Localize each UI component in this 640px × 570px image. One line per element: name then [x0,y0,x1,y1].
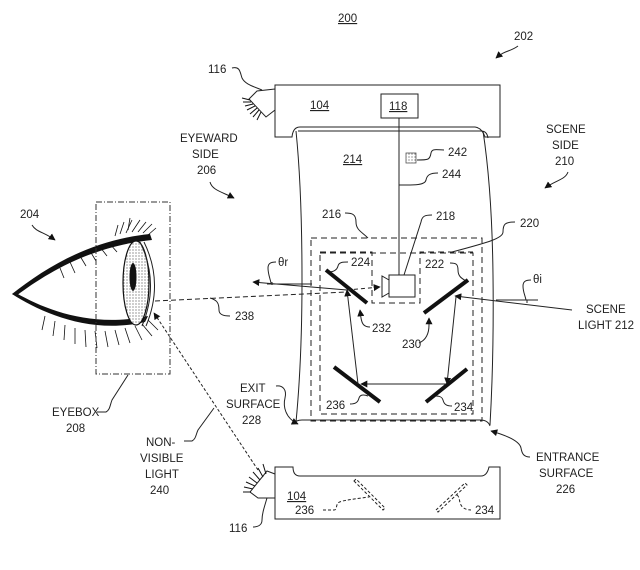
non-visible-light-line1: NON- [146,437,176,449]
box-224-label: 224 [351,257,371,269]
non-visible-light-line3: LIGHT [145,469,179,481]
entrance-surface-line3: 226 [556,484,575,496]
reflected-ray [252,279,348,291]
box-216 [310,237,483,422]
scene-light-line2: LIGHT 212 [578,320,634,332]
bottom-light-source-label: 116 [229,523,247,535]
frame-mirror-234-label: 234 [475,505,495,517]
non-visible-light-line4: 240 [150,485,169,497]
top-frame-label: 104 [310,100,330,112]
entrance-surface-line1: ENTRANCE [536,452,600,464]
entrance-surface-line2: SURFACE [539,468,594,480]
eyeward-side-line1: EYEWARD [180,133,238,145]
exit-surface-line3: 228 [242,415,261,427]
box-222-224-outline [320,251,473,304]
theta-r-leader [267,261,277,284]
waveguide-label: 214 [343,154,363,166]
waveguide-214: 214 [292,130,494,427]
scene-side-line3: 210 [555,156,574,168]
box-220-leader [451,221,516,253]
mirror-236 [332,365,382,404]
mirror-232-arrow [357,309,371,328]
non-visible-light-ray [153,312,259,471]
eyebox-208 [95,201,171,375]
scene-light-line1: SCENE [586,304,626,316]
camera-leader [403,214,433,276]
eye-label: 204 [20,209,40,221]
mirror-234 [424,367,469,404]
box-216-leader [344,212,369,239]
camera-label: 218 [436,211,455,223]
non-visible-light-leader [184,407,215,442]
exit-surface-arrow [275,385,299,425]
mirror-230-arrow [418,317,433,344]
bottom-frame: 104 236 234 [274,466,501,520]
mirror-230 [422,278,470,315]
eyebox-line1: EYEBOX [52,407,100,419]
frame-mirror-234: 234 [435,482,495,517]
device-ref-label: 202 [514,31,533,43]
camera-218: 218 [381,211,455,298]
box-216-label: 216 [322,209,341,221]
ray-to-camera [346,284,381,292]
scene-light-ray [454,293,573,311]
figure-number: 200 [338,13,357,25]
eye-204: 204 [12,209,159,349]
mirror-232-label: 232 [372,323,391,335]
device-ref-arrow [495,45,519,59]
ray-238-leader [209,297,231,317]
frame-mirror-236-label: 236 [295,505,314,517]
exit-surface-line1: EXIT [240,383,266,395]
mirror-236-label: 236 [326,400,345,412]
element-242-label: 242 [448,147,467,159]
top-light-source-leader [231,67,263,91]
scene-side-line2: SIDE [552,140,579,152]
controller-118: 118 [380,93,419,275]
bottom-frame-label: 104 [287,491,307,503]
box-220-label: 220 [520,218,539,230]
theta-i-leader [522,279,532,301]
ray-238-label: 238 [235,311,254,323]
theta-i-label: θi [533,274,542,286]
top-light-source-label: 116 [208,64,226,76]
eyebox-leader [97,374,129,413]
mirror-234-label: 234 [454,402,474,414]
box-224-leader [327,261,349,273]
bottom-light-source-leader [252,497,268,528]
box-222-leader [449,262,467,282]
wire-244-leader [398,172,439,186]
mirror-230-label: 230 [402,339,421,351]
box-220 [319,252,474,415]
eyebox-line2: 208 [66,423,85,435]
controller-label: 118 [389,101,407,113]
top-light-source: 116 [208,64,276,121]
mirror-234-leader [435,395,453,407]
frame-mirror-236: 236 [295,478,386,517]
non-visible-light-line2: VISIBLE [140,453,184,465]
element-242: 242 [405,147,467,164]
scene-side-line1: SCENE [546,124,586,136]
eyeward-side-arrow [209,181,235,199]
scene-side-arrow [544,171,569,189]
mirror-232 [324,268,369,305]
eyeward-side-line2: SIDE [192,149,219,161]
entrance-surface-arrow [490,429,531,458]
bottom-light-source: 116 [229,463,276,535]
mirror-236-leader [349,394,369,405]
box-222-label: 222 [425,259,444,271]
theta-r-label: θr [278,257,288,269]
top-frame: 104 [274,84,501,138]
eye-arrow [31,224,56,241]
ray-236-to-232 [344,289,359,385]
ray-238 [154,291,348,302]
exit-surface-line2: SURFACE [226,399,281,411]
wire-244-label: 244 [442,169,462,181]
ray-230-to-234 [444,296,457,385]
eyeward-side-line3: 206 [197,165,216,177]
